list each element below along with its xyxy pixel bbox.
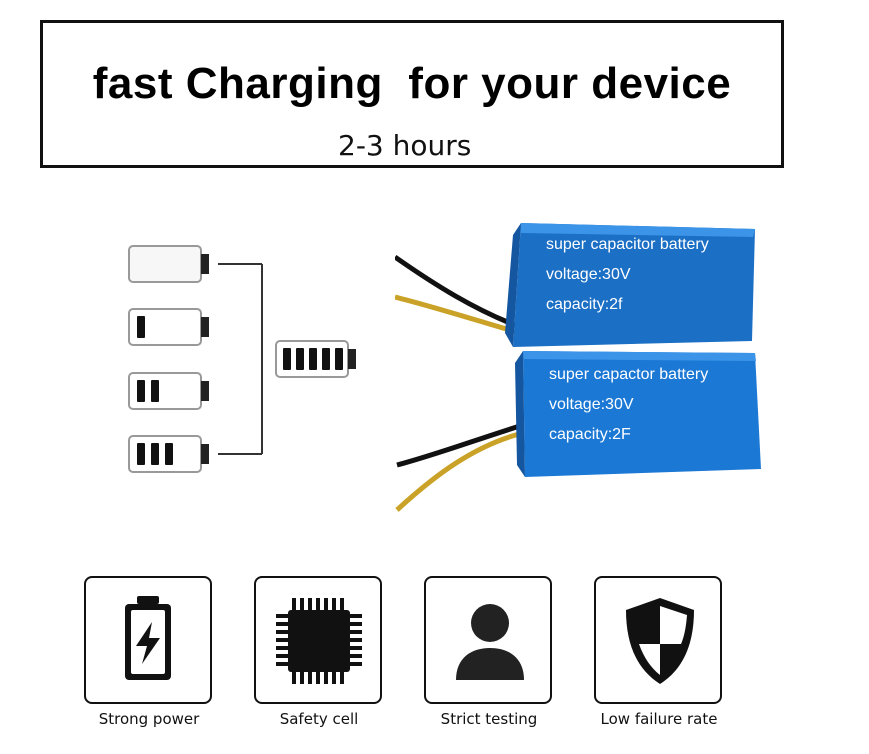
feature-safety-cell [254, 576, 382, 704]
battery-full-icon [275, 340, 356, 378]
feature-label-strict-testing: Strict testing [440, 710, 538, 728]
feature-low-failure-rate [594, 576, 722, 704]
headline-banner: fast Charging for your device 2-3 hours [40, 20, 784, 168]
black-wire [396, 422, 524, 468]
battery-bolt-icon [125, 596, 171, 680]
battery-one-bar-icon [128, 308, 209, 346]
shield-icon [626, 598, 694, 684]
black-wire [395, 254, 521, 330]
battery-pack-bottom: super capactor battery voltage:30V capac… [515, 351, 761, 477]
feature-strong-power [84, 576, 212, 704]
person-icon [456, 604, 524, 680]
battery-two-bar-icon [128, 372, 209, 410]
feature-label-strong-power: Strong power [98, 710, 200, 728]
yellow-wire [395, 294, 521, 336]
top-pack-line2: voltage:30V [546, 266, 631, 283]
feature-label-safety-cell: Safety cell [279, 710, 359, 728]
connector-bracket [218, 263, 263, 455]
battery-empty-icon [128, 245, 209, 283]
banner-subtitle: 2-3 hours [338, 129, 472, 162]
bottom-pack-line3: capacity:2F [549, 426, 631, 443]
capacitor-battery-photo: super capacitor battery voltage:30V capa… [395, 223, 761, 512]
top-pack-line3: capacity:2f [546, 296, 623, 313]
bottom-pack-line2: voltage:30V [549, 396, 634, 413]
chip-icon [276, 598, 362, 684]
top-pack-line1: super capacitor battery [546, 236, 709, 253]
feature-strict-testing [424, 576, 552, 704]
bottom-pack-line1: super capactor battery [549, 366, 708, 383]
battery-pack-top: super capacitor battery voltage:30V capa… [505, 223, 755, 347]
yellow-wire [395, 430, 524, 512]
battery-three-bar-icon [128, 435, 209, 473]
charging-levels-diagram [128, 245, 356, 473]
feature-label-low-failure-rate: Low failure rate [600, 710, 718, 728]
banner-title: fast Charging for your device [92, 59, 732, 108]
